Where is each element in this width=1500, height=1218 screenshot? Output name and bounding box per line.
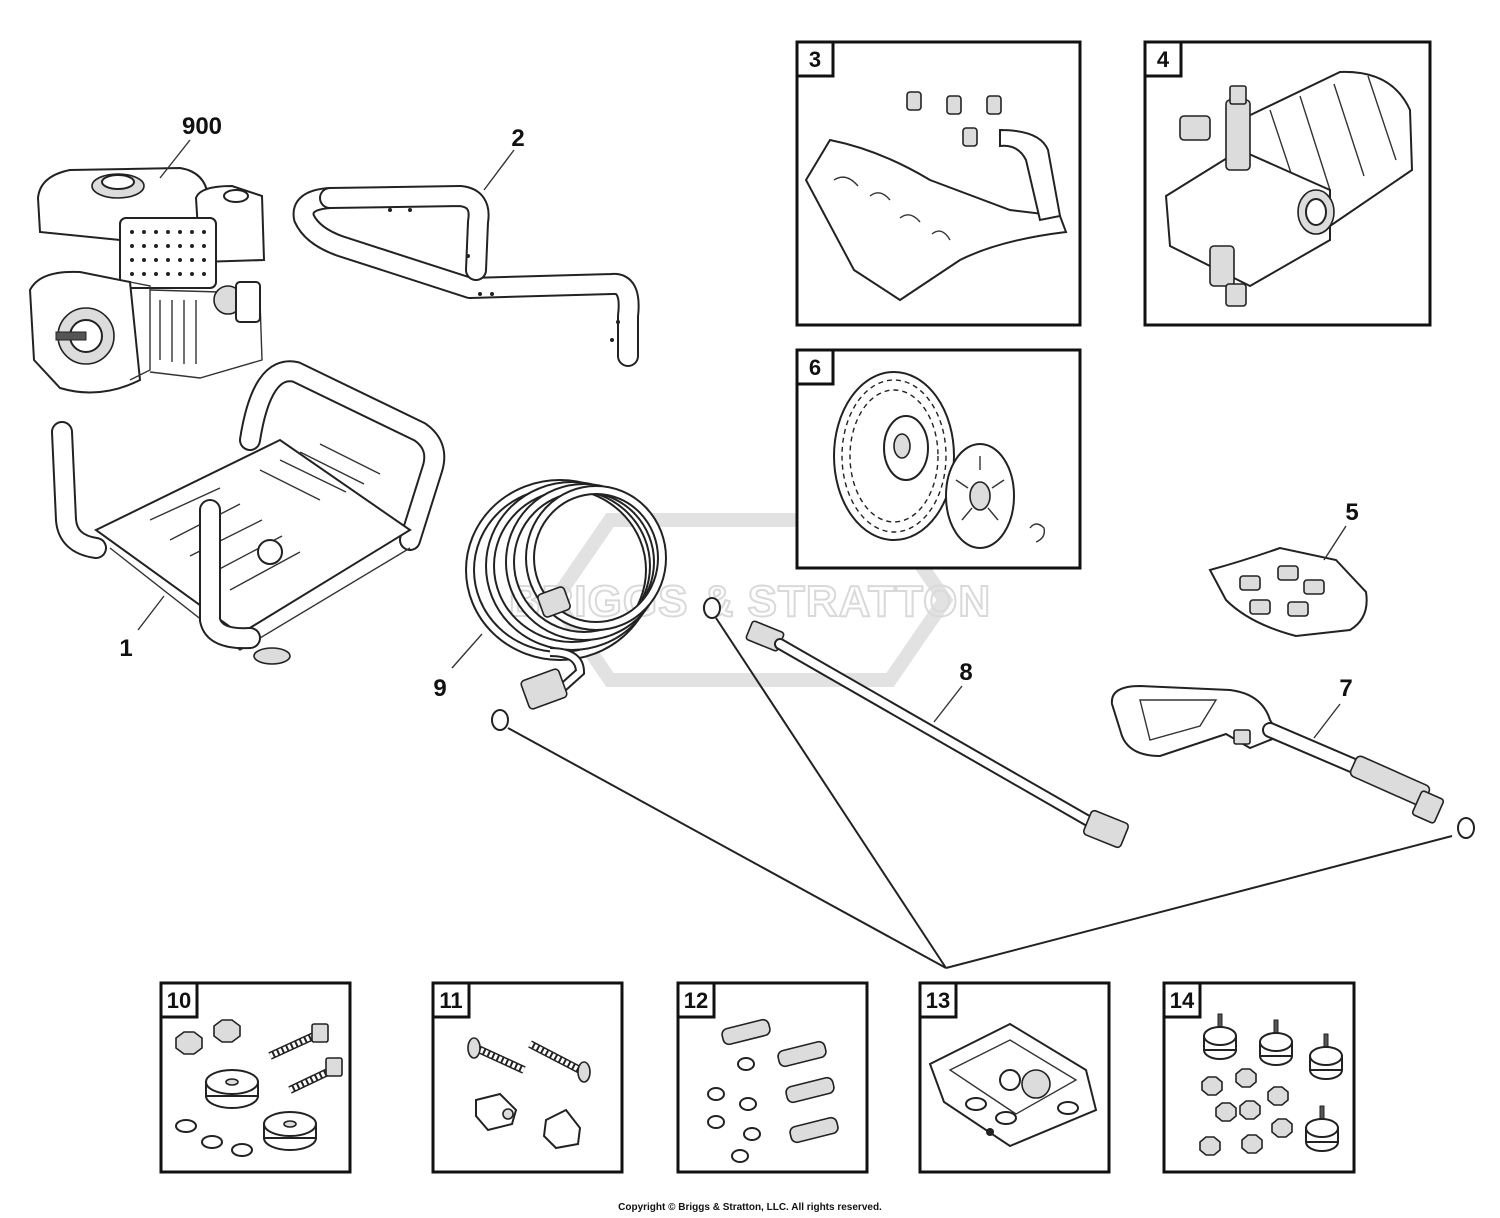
box-11[interactable]: 11 [431, 981, 624, 1174]
bracket-illustration [804, 91, 1068, 302]
box-label-3: 3 [809, 47, 821, 72]
hardware-14-illustration [1199, 1013, 1343, 1156]
box-3[interactable]: 3 [795, 40, 1082, 327]
wheel-illustration [833, 371, 1046, 549]
box-label-4: 4 [1157, 47, 1170, 72]
box-10[interactable]: 10 [159, 981, 352, 1174]
box-14[interactable]: 14 [1162, 981, 1356, 1174]
hardware-10-illustration [175, 1019, 343, 1157]
callout-8: 8 [959, 659, 972, 686]
frame-part[interactable] [51, 360, 446, 665]
box-6[interactable]: 6 [795, 348, 1082, 570]
handle-part[interactable] [292, 185, 640, 367]
kit-13-illustration [928, 1022, 1098, 1148]
callout-900: 900 [182, 113, 222, 140]
callout-5: 5 [1345, 499, 1358, 526]
box-label-11: 11 [439, 988, 462, 1013]
box-12[interactable]: 12 [676, 981, 869, 1174]
box-label-14: 14 [1170, 988, 1195, 1013]
o-ring-gun[interactable] [1457, 817, 1475, 839]
engine-part[interactable] [28, 166, 266, 394]
box-4[interactable]: 4 [1143, 40, 1432, 327]
copyright-notice: Copyright © Briggs & Stratton, LLC. All … [618, 1202, 882, 1213]
box-label-10: 10 [167, 988, 191, 1013]
spray-lance-part[interactable] [703, 597, 1130, 849]
box-label-13: 13 [926, 988, 950, 1013]
box-label-6: 6 [809, 355, 821, 380]
watermark-text: BRIGGS & STRATTON [509, 577, 991, 626]
box-label-12: 12 [684, 988, 708, 1013]
pump-illustration [1164, 70, 1414, 307]
box-13[interactable]: 13 [918, 981, 1111, 1174]
kit-leader-lines [507, 617, 1453, 969]
nozzle-bag-part[interactable] [1208, 546, 1368, 638]
o-ring-hose[interactable] [491, 709, 509, 731]
hose-part[interactable] [465, 479, 667, 710]
callout-1: 1 [119, 635, 132, 662]
hardware-12-illustration [707, 1018, 839, 1163]
callout-9: 9 [433, 675, 446, 702]
spray-gun-part[interactable] [1110, 684, 1445, 824]
callout-2: 2 [511, 125, 524, 152]
hardware-11-illustration [467, 1037, 591, 1150]
callout-7: 7 [1339, 675, 1352, 702]
